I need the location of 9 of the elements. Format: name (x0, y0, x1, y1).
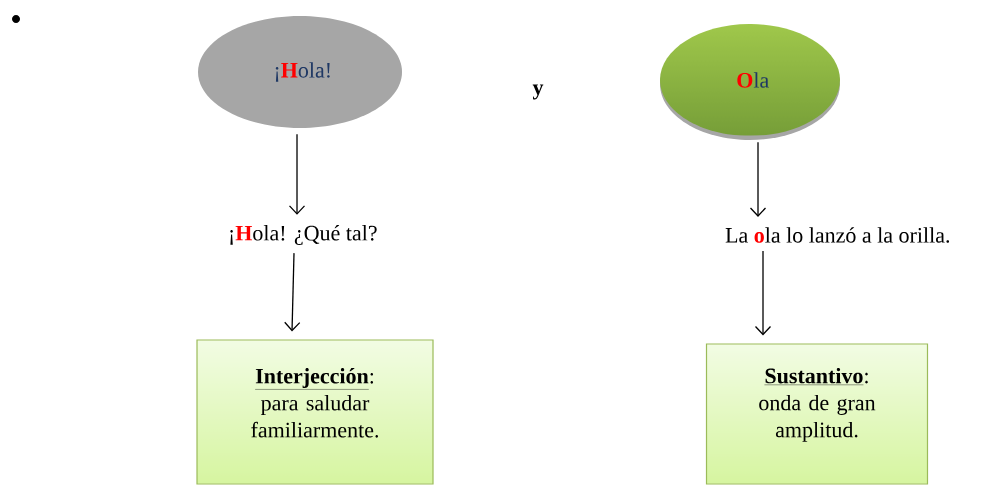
arrow (754, 250, 772, 336)
definition-box: Interjección: para saludar familiarmente. (196, 339, 434, 485)
sentence: La ola lo lanzó a la orilla. (725, 227, 950, 243)
arrow (749, 141, 767, 217)
conjunction: y (532, 84, 544, 100)
arrow (284, 252, 301, 332)
definition-box: Sustantivo: onda de gran amplitud. (705, 343, 929, 485)
sentence: ¡Hola! ¿Qué tal? (230, 225, 377, 245)
arrow (288, 133, 306, 215)
